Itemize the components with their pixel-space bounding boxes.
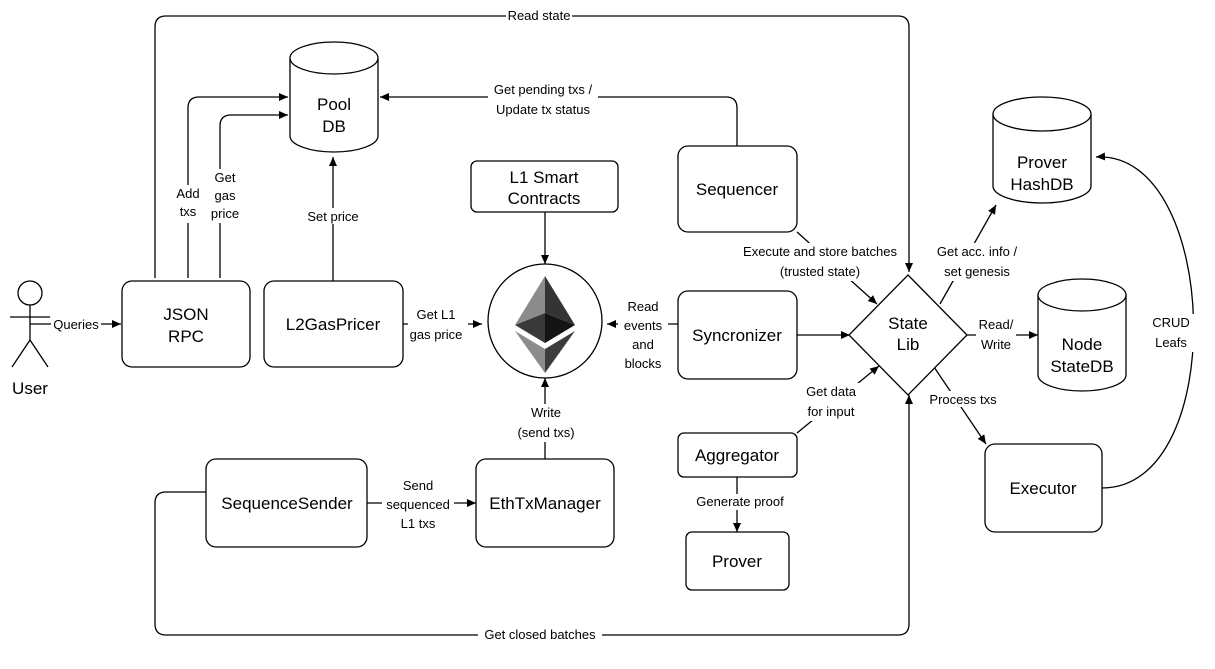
- sequencer-label: Sequencer: [696, 180, 779, 199]
- l2gaspricer-box: L2GasPricer: [263, 280, 404, 368]
- ethtxmanager-label: EthTxManager: [489, 494, 601, 513]
- user-body: [10, 305, 50, 368]
- get-gas-price-edge: [219, 111, 288, 278]
- get-acc-info-label: Get acc. info /set genesis: [937, 244, 1018, 279]
- executor-box: Executor: [984, 443, 1103, 533]
- aggregator-label: Aggregator: [695, 446, 779, 465]
- queries-label: Queries: [53, 317, 99, 332]
- aggregator-box: Aggregator: [677, 432, 798, 478]
- eth-facet-4: [545, 313, 575, 343]
- sequence-sender-label: SequenceSender: [221, 494, 353, 513]
- user-actor: User: [10, 280, 50, 398]
- set-price-label: Set price: [307, 209, 358, 224]
- get-closed-batches-label: Get closed batches: [484, 627, 596, 642]
- prover-label: Prover: [712, 552, 762, 571]
- get-closed-batches-edge: [154, 395, 913, 636]
- eth-facet-3: [515, 313, 545, 343]
- syncronizer-label: Syncronizer: [692, 326, 782, 345]
- add-txs-edge: [187, 93, 288, 278]
- get-pending-txs-label: Get pending txs /Update tx status: [494, 82, 593, 117]
- eth-facet-5: [515, 331, 545, 373]
- prover-box: Prover: [685, 531, 790, 591]
- sequencer-box: Sequencer: [677, 145, 798, 233]
- process-txs-label: Process txs: [929, 392, 997, 407]
- generate-proof-label: Generate proof: [696, 494, 784, 509]
- user-head: [17, 280, 43, 306]
- read-write-label: Read/Write: [979, 317, 1014, 352]
- execute-store-label: Execute and store batches(trusted state): [743, 244, 897, 279]
- eth-facet-6: [545, 331, 575, 373]
- eth-facet-1: [515, 276, 545, 325]
- write-send-label: Write(send txs): [517, 405, 574, 440]
- eth-facet-2: [545, 276, 575, 325]
- ethereum-logo-icon: [515, 276, 575, 373]
- user-label: User: [12, 379, 48, 398]
- read-state-label: Read state: [508, 8, 571, 23]
- sequence-sender-box: SequenceSender: [205, 458, 368, 548]
- ethereum-node: [487, 263, 603, 379]
- l2gaspricer-label: L2GasPricer: [286, 315, 381, 334]
- get-pending-txs-edge: [380, 93, 738, 146]
- executor-label: Executor: [1009, 479, 1076, 498]
- syncronizer-box: Syncronizer: [677, 290, 798, 380]
- read-state-edge: [154, 15, 913, 278]
- ethtxmanager-box: EthTxManager: [475, 458, 615, 548]
